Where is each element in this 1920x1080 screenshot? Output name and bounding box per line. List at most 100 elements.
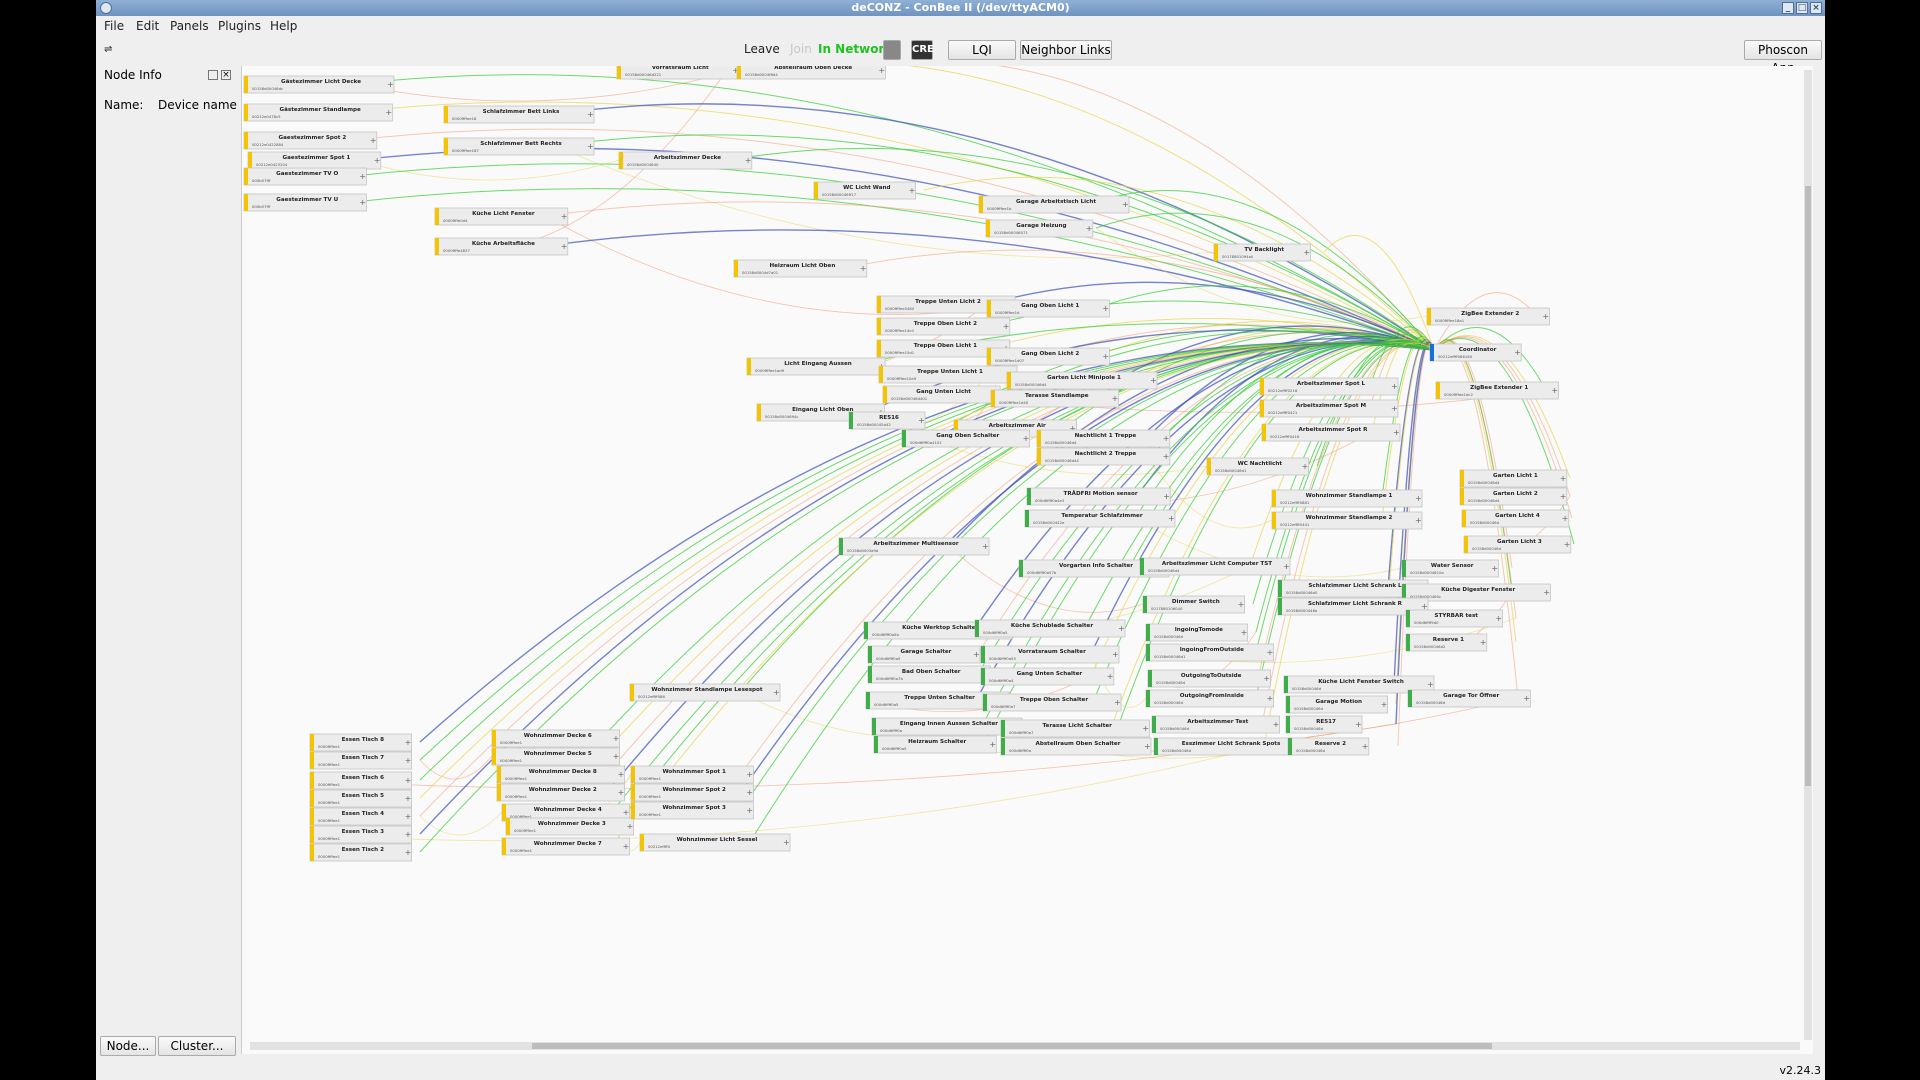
- expand-node-icon[interactable]: +: [1303, 248, 1310, 257]
- expand-node-icon[interactable]: +: [405, 756, 412, 765]
- expand-node-icon[interactable]: +: [860, 264, 867, 273]
- expand-node-icon[interactable]: +: [1523, 694, 1530, 703]
- graph-svg[interactable]: Gästezimmer Licht Decke00158d00046dc+Gäs…: [242, 66, 1813, 1054]
- minimize-icon[interactable]: _: [1782, 2, 1794, 14]
- expand-node-icon[interactable]: +: [1112, 394, 1119, 403]
- expand-node-icon[interactable]: +: [359, 172, 366, 181]
- expand-node-icon[interactable]: +: [1391, 382, 1398, 391]
- expand-node-icon[interactable]: +: [1122, 200, 1129, 209]
- expand-node-icon[interactable]: +: [1283, 562, 1290, 571]
- cre-button[interactable]: CRE: [911, 40, 934, 60]
- expand-node-icon[interactable]: +: [746, 806, 753, 815]
- graph-node[interactable]: Wohnzimmer Standlampe Lesespot00212effff…: [629, 683, 781, 702]
- expand-node-icon[interactable]: +: [370, 136, 377, 145]
- expand-node-icon[interactable]: +: [989, 740, 996, 749]
- expand-node-icon[interactable]: +: [1142, 724, 1149, 733]
- expand-node-icon[interactable]: +: [1355, 720, 1362, 729]
- expand-node-icon[interactable]: +: [1102, 352, 1109, 361]
- window-menu-icon[interactable]: [100, 2, 112, 14]
- expand-node-icon[interactable]: +: [1560, 492, 1567, 501]
- menu-plugins[interactable]: Plugins: [218, 19, 261, 33]
- expand-node-icon[interactable]: +: [618, 770, 625, 779]
- expand-node-icon[interactable]: +: [587, 110, 594, 119]
- expand-node-icon[interactable]: +: [618, 788, 625, 797]
- expand-node-icon[interactable]: +: [405, 794, 412, 803]
- expand-node-icon[interactable]: +: [405, 830, 412, 839]
- expand-node-icon[interactable]: +: [1302, 462, 1309, 471]
- expand-node-icon[interactable]: +: [1003, 322, 1010, 331]
- expand-node-icon[interactable]: +: [1542, 312, 1549, 321]
- menu-file[interactable]: File: [104, 19, 125, 33]
- expand-node-icon[interactable]: +: [746, 770, 753, 779]
- expand-node-icon[interactable]: +: [1391, 404, 1398, 413]
- expand-node-icon[interactable]: +: [613, 752, 620, 761]
- expand-node-icon[interactable]: +: [1421, 602, 1428, 611]
- expand-node-icon[interactable]: +: [1114, 698, 1121, 707]
- expand-node-icon[interactable]: +: [1267, 694, 1274, 703]
- expand-node-icon[interactable]: +: [405, 848, 412, 857]
- graph-node[interactable]: Eingang Innen Aussen Schalter000d6ffff0a…: [871, 717, 1023, 736]
- expand-node-icon[interactable]: +: [783, 838, 790, 847]
- expand-node-icon[interactable]: +: [1263, 674, 1270, 683]
- expand-node-icon[interactable]: +: [374, 156, 381, 165]
- expand-node-icon[interactable]: +: [1163, 434, 1170, 443]
- expand-node-icon[interactable]: +: [1415, 516, 1422, 525]
- expand-node-icon[interactable]: +: [732, 66, 739, 75]
- expand-node-icon[interactable]: +: [1362, 742, 1369, 751]
- leave-button[interactable]: Leave: [744, 42, 780, 56]
- expand-node-icon[interactable]: +: [1241, 628, 1248, 637]
- expand-node-icon[interactable]: +: [1560, 474, 1567, 483]
- expand-node-icon[interactable]: +: [1112, 650, 1119, 659]
- float-panel-icon[interactable]: [208, 70, 218, 80]
- expand-node-icon[interactable]: +: [982, 542, 989, 551]
- expand-node-icon[interactable]: +: [359, 198, 366, 207]
- graph-node[interactable]: Arbeitszimmer Licht Computer TST00158d00…: [1139, 557, 1291, 576]
- expand-node-icon[interactable]: +: [745, 156, 752, 165]
- cluster-tab[interactable]: Cluster...: [158, 1036, 236, 1056]
- expand-node-icon[interactable]: +: [405, 812, 412, 821]
- close-icon[interactable]: ×: [1810, 2, 1822, 14]
- expand-node-icon[interactable]: +: [1144, 742, 1151, 751]
- expand-node-icon[interactable]: +: [918, 416, 925, 425]
- expand-node-icon[interactable]: +: [1381, 700, 1388, 709]
